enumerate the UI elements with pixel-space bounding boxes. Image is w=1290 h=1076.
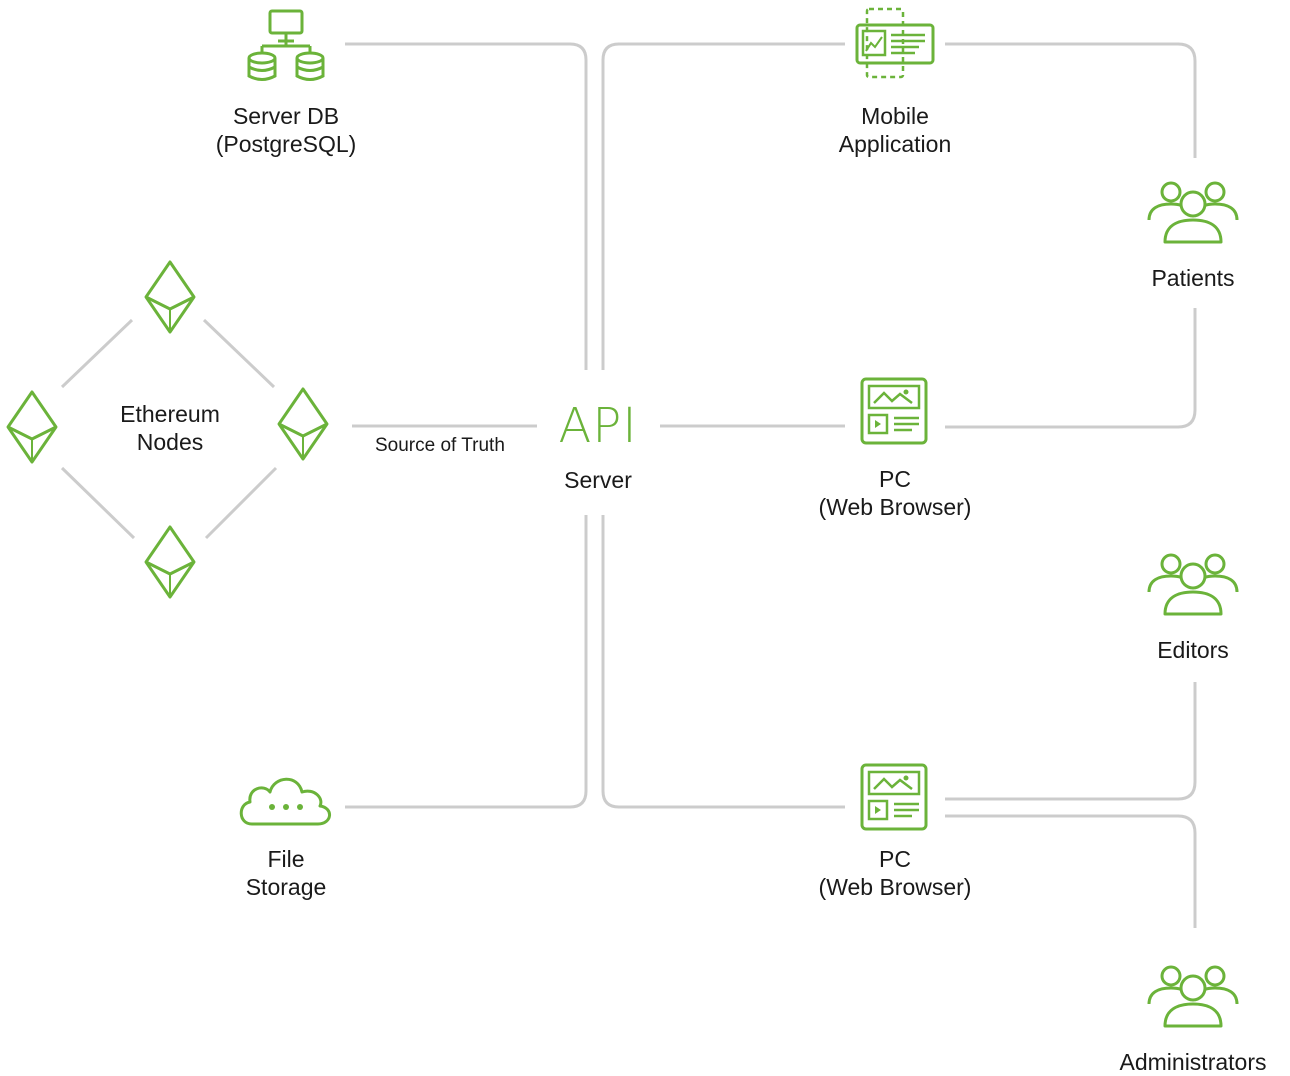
pc-bottom-subtitle: (Web Browser) xyxy=(818,874,972,900)
file-storage-subtitle: Storage xyxy=(245,874,327,900)
pc-top-title: PC xyxy=(879,466,911,492)
ethereum-icon-left xyxy=(6,390,58,464)
ethereum-label: Ethereum Nodes xyxy=(120,400,220,456)
browser-icon-top xyxy=(860,377,928,445)
connector-editors-pc-bottom xyxy=(945,682,1197,801)
server-db-title: Server DB xyxy=(232,103,340,129)
mobile-app-label: Mobile Application xyxy=(839,102,952,158)
source-of-truth-label: Source of Truth xyxy=(375,435,505,456)
connector-pc-bottom-admins xyxy=(945,814,1197,928)
ethereum-icon-right xyxy=(277,387,329,461)
eth-link-bottom-right xyxy=(204,466,278,540)
pc-top-subtitle: (Web Browser) xyxy=(818,494,972,520)
pc-bottom-title: PC xyxy=(879,846,911,872)
connector-mobile-api xyxy=(601,42,845,370)
ethereum-subtitle: Nodes xyxy=(136,429,204,455)
eth-link-bottom-left xyxy=(60,466,136,540)
connector-pc-bottom-api xyxy=(601,515,845,809)
mobile-app-title: Mobile xyxy=(861,103,929,129)
server-db-subtitle: (PostgreSQL) xyxy=(215,131,357,157)
connector-lines xyxy=(60,42,1197,928)
mobile-app-subtitle: Application xyxy=(838,131,952,157)
api-title: API xyxy=(558,398,638,454)
eth-link-top-right xyxy=(202,318,276,389)
administrators-label: Administrators xyxy=(1119,1049,1267,1075)
ethereum-icon-top xyxy=(144,260,196,334)
eth-link-top-left xyxy=(60,318,134,389)
api-subtitle: Server xyxy=(564,467,632,493)
users-icon-administrators xyxy=(1147,965,1239,1028)
server-db-label: Server DB (PostgreSQL) xyxy=(216,102,357,158)
database-icon xyxy=(247,9,325,81)
users-icon-editors xyxy=(1147,553,1239,616)
patients-label: Patients xyxy=(1151,265,1235,291)
cloud-icon xyxy=(239,777,331,826)
users-icon-patients xyxy=(1147,181,1239,244)
browser-icon-bottom xyxy=(860,763,928,831)
pc-bottom-label: PC (Web Browser) xyxy=(819,845,972,901)
connector-patients-pc-top xyxy=(945,308,1197,429)
editors-label: Editors xyxy=(1157,637,1229,663)
file-storage-label: File Storage xyxy=(246,845,327,901)
ethereum-title: Ethereum xyxy=(120,401,220,427)
ethereum-icon-bottom xyxy=(144,525,196,599)
mobile-app-icon xyxy=(855,7,935,79)
connector-mobile-patients xyxy=(945,42,1197,158)
file-storage-title: File xyxy=(267,846,305,872)
connector-db-api xyxy=(345,42,588,370)
pc-top-label: PC (Web Browser) xyxy=(819,465,972,521)
connector-storage-api xyxy=(345,515,588,809)
